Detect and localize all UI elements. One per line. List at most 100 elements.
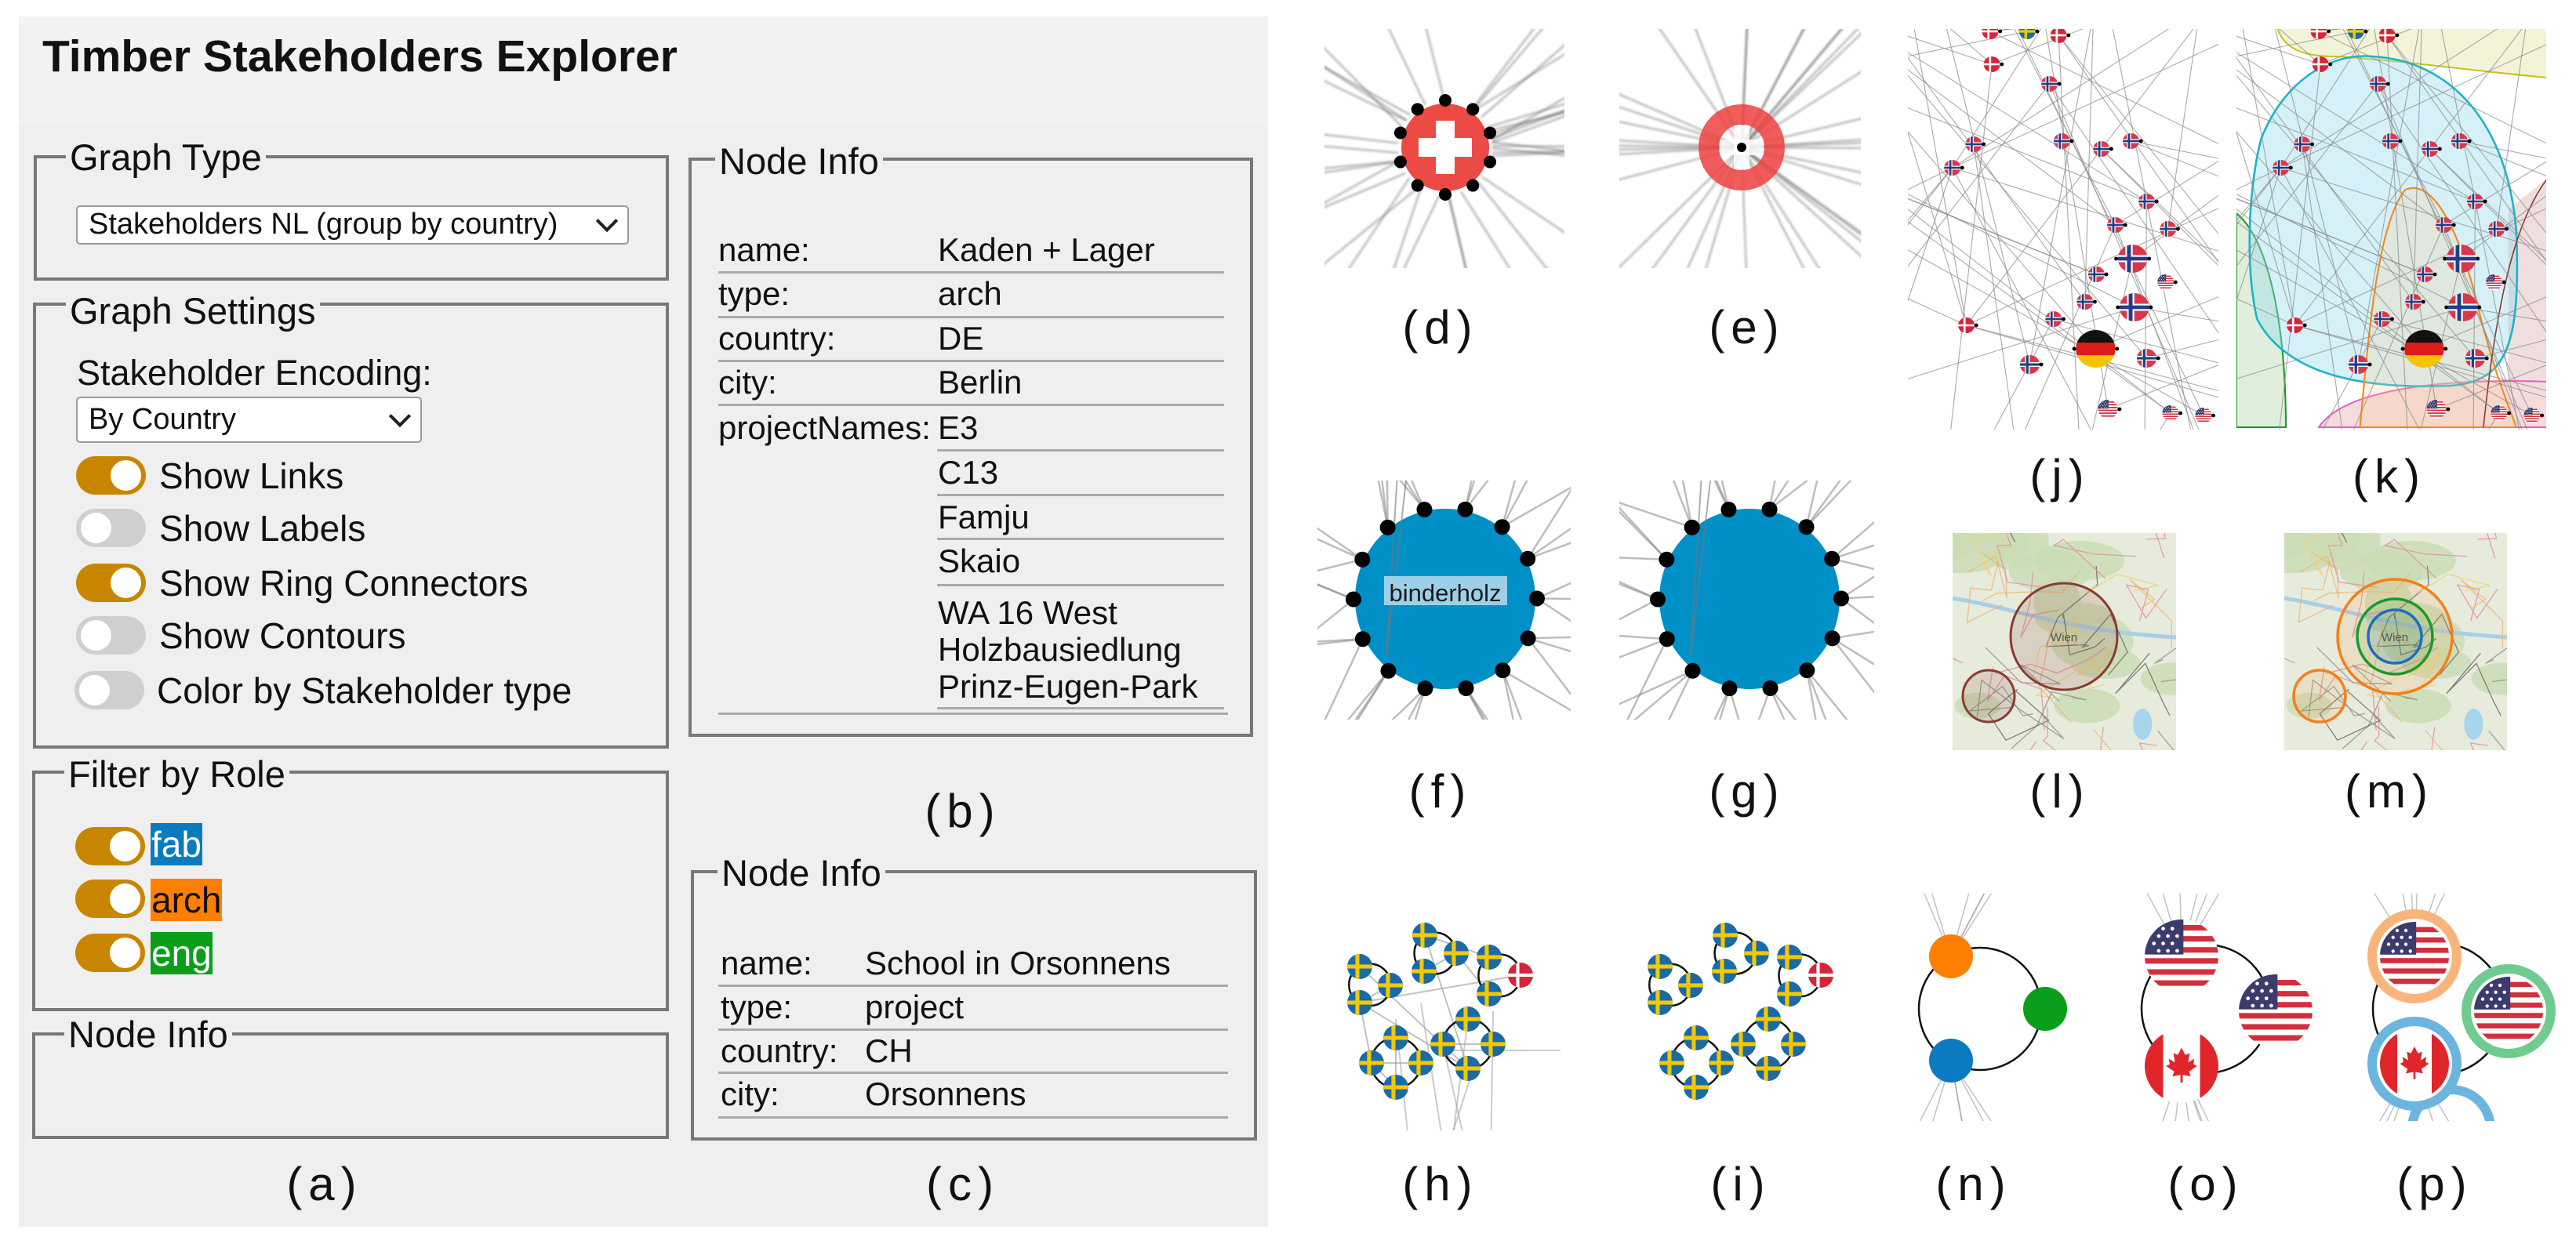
usa-flag-node [2427,400,2447,419]
map-road [2154,647,2176,683]
link-line [1681,481,1693,528]
map-lake [2464,708,2483,740]
ring-connector-dot [1684,519,1700,535]
link-line [2236,167,2282,226]
norway-flag-node [2107,217,2124,233]
norway-flag-node [1944,160,1960,176]
usa-flag-node [2195,408,2211,423]
ring-connector-dot [2444,305,2449,310]
link-line [2146,339,2218,359]
show-labels-toggle[interactable] [76,509,146,547]
project-name-item: C13 [938,454,999,491]
map-road [2319,688,2382,742]
link-line [1464,481,1476,510]
node-info-c-key-city: city: [721,1075,779,1112]
link-line [1832,630,1874,640]
project-name-item: Famju [938,499,1030,535]
link-line [1908,167,1953,190]
link-line [2279,63,2321,430]
norway-flag-node [2088,267,2105,282]
link-line [1487,103,1564,129]
link-line [1465,687,1489,720]
norway-flag-node [2123,133,2139,149]
view-o-flag-ring [2140,894,2313,1121]
map-forest [2069,647,2141,680]
ring-connector-dot [2147,256,2152,261]
link-line [2386,34,2408,430]
link-line [1473,53,1564,111]
ring-connector-dot [2451,223,2456,227]
show-contours-toggle[interactable] [76,616,146,655]
graph-settings-group [33,303,669,749]
sweden-flag-node [1477,981,1502,1007]
stakeholder-area-circle [2009,582,2119,691]
panel-label-o: (o) [2167,1158,2244,1210]
role-eng-toggle[interactable] [75,934,145,972]
map-river [1953,596,2176,640]
link-line [1447,194,1467,268]
link-line [2280,29,2498,169]
panel-label-h: (h) [1402,1158,1479,1210]
link-line [1619,506,1668,560]
role-fab-toggle[interactable] [75,827,145,865]
denmark-flag-node [2311,24,2327,39]
sweden-flag-node [1430,1032,1455,1057]
ring-connector-dot [2175,227,2180,231]
graph-type-select[interactable]: Stakeholders NL (group by country) [76,205,629,245]
sweden-flag-node [1455,1056,1481,1081]
show-ring-connectors-toggle[interactable] [76,564,146,602]
ring-connector-dot [2138,139,2143,143]
link-line [1831,637,1874,694]
ring-connector-dot [2115,346,2120,351]
link-line [2474,201,2520,430]
ring-connector-dot [2149,305,2153,310]
link-line [1491,96,1564,141]
usa-flag-node [2098,400,2118,419]
toggle-knob [111,460,141,491]
link-line [1490,1010,1494,1130]
ring-connector-dot [2395,33,2400,38]
eng-node [2023,987,2067,1031]
link-line [1805,481,1841,528]
link-line [2236,194,2464,308]
link-line [1377,481,1389,528]
map-road [2146,533,2166,559]
link-line [2318,29,2344,32]
ring-connector-dot [1684,662,1701,679]
show-links-toggle[interactable] [76,456,146,495]
norway-flag-node [2076,294,2093,310]
link-line [2242,29,2296,326]
panel-label-m: (m) [2345,765,2434,818]
ring-connector-dot [2483,199,2487,204]
color-by-type-toggle[interactable] [74,671,144,709]
panel-label-c: (c) [926,1158,1000,1210]
map-forest [2054,688,2120,724]
link-line [2236,131,2425,350]
norway-flag-node [2138,194,2155,209]
crossing-link [1690,481,1712,656]
link-line [2112,29,2148,202]
usa-flag-node [2474,977,2543,1046]
graph-settings-legend: Graph Settings [66,292,320,329]
link-line [1806,669,1848,720]
link-line [2378,83,2546,333]
map-road [2374,706,2388,750]
link-line [1993,318,2055,430]
stakeholder-node [1659,509,1840,689]
node-info-b-value-name: Kaden + Lager [938,231,1155,268]
map-road [1994,647,2106,674]
usa-flag-node [2523,408,2540,423]
ring-connector-dot [2400,346,2405,351]
link-line [1527,527,1571,560]
role-arch-toggle[interactable] [75,880,145,918]
ring-connector-dot [1495,662,1511,679]
link-line [1952,29,2170,169]
stakeholder-encoding-select[interactable]: By Country [76,397,422,443]
link-line [1908,209,2171,414]
link-line [1477,180,1548,268]
row-divider [718,985,1228,987]
project-name-item: E3 [938,409,979,446]
link-line [1908,74,2147,359]
node-info-b-group [689,158,1253,737]
link-line [1317,527,1364,560]
